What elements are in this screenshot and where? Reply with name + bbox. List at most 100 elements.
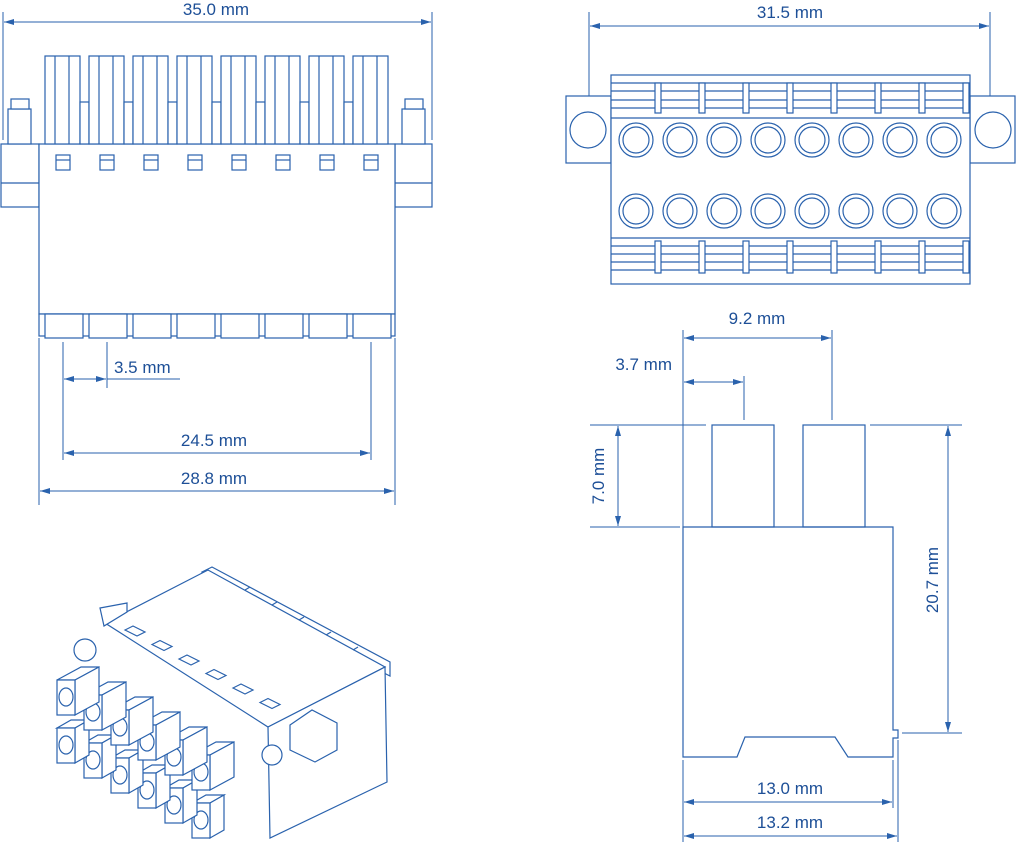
rail-tick [298, 616, 305, 621]
wire-entry [308, 55, 345, 145]
screw-opening [618, 193, 654, 229]
contact-tab [132, 313, 172, 339]
wire-entry [132, 55, 169, 145]
divider [79, 101, 90, 145]
test-port [187, 154, 203, 171]
rib [962, 240, 970, 274]
iso-pin-hole [112, 765, 128, 785]
iso-pin-hole [58, 735, 74, 755]
iso-test-port [177, 654, 201, 666]
label-pin-height: 7.0 mm [589, 448, 608, 505]
screw-opening-inner [798, 126, 826, 154]
screw-opening [926, 122, 962, 158]
screw-opening [706, 193, 742, 229]
label-top-width: 31.5 mm [757, 3, 823, 22]
label-base-width: 13.0 mm [757, 779, 823, 798]
pin-block-1 [711, 424, 775, 528]
screw-opening-inner [842, 197, 870, 225]
contact-tab [88, 313, 128, 339]
screw-opening-inner [842, 126, 870, 154]
rib [962, 82, 970, 114]
label-pin-offset: 3.7 mm [615, 355, 672, 374]
screw-opening [750, 122, 786, 158]
contact-tab [176, 313, 216, 339]
test-port [363, 154, 379, 171]
iso-pin-hole [193, 810, 209, 830]
divider [299, 101, 310, 145]
rib [742, 82, 750, 114]
screw-opening-inner [622, 197, 650, 225]
iso-test-port [150, 639, 174, 652]
flange-right [969, 95, 1016, 164]
screw-hole-right [974, 111, 1012, 149]
iso-pin-hole [139, 780, 155, 800]
iso-pin-hole [85, 750, 101, 770]
iso-pin-side [209, 793, 225, 840]
rib [698, 82, 706, 114]
screw-opening [838, 122, 874, 158]
rib [654, 240, 662, 274]
screw-opening-inner [754, 126, 782, 154]
rib [786, 82, 794, 114]
wire-entry [176, 55, 213, 145]
screw-opening [794, 193, 830, 229]
screw-opening [882, 122, 918, 158]
wire-entry [264, 55, 301, 145]
rib [918, 240, 926, 274]
screw-opening-inner [710, 197, 738, 225]
test-port [275, 154, 291, 171]
screw-opening-inner [886, 197, 914, 225]
iso-pin-front [56, 679, 76, 716]
divider [123, 101, 134, 145]
rib [786, 240, 794, 274]
latch-left [7, 108, 32, 145]
screw-opening-inner [622, 126, 650, 154]
iso-latch [289, 709, 338, 763]
iso-test-port [204, 668, 228, 681]
screw-opening-inner [710, 126, 738, 154]
screw-opening-inner [666, 126, 694, 154]
rib [874, 240, 882, 274]
iso-test-port [231, 683, 255, 695]
test-port [55, 154, 71, 171]
screw-opening [662, 122, 698, 158]
divider [255, 101, 266, 145]
test-port [231, 154, 247, 171]
screw-opening-inner [666, 197, 694, 225]
contact-tab [220, 313, 260, 339]
label-pitch: 3.5 mm [114, 358, 171, 377]
rail-tick [244, 586, 251, 591]
test-port [143, 154, 159, 171]
label-overall-depth: 13.2 mm [757, 813, 823, 832]
rib [698, 240, 706, 274]
rib [874, 82, 882, 114]
rib [654, 82, 662, 114]
screw-opening [618, 122, 654, 158]
contact-tab [308, 313, 348, 339]
contact-tab [44, 313, 84, 339]
screw-hole-left [569, 111, 607, 149]
side-body [682, 526, 899, 758]
screw-opening-inner [798, 197, 826, 225]
front-view: 35.0 mm 3.5 mm 24.5 mm 28.8 mm [0, 0, 433, 505]
screw-opening [706, 122, 742, 158]
screw-opening [794, 122, 830, 158]
test-port [319, 154, 335, 171]
screw-opening [750, 193, 786, 229]
rail-tick [352, 646, 359, 651]
rail-tick [271, 601, 278, 606]
rib [830, 82, 838, 114]
screw-opening-inner [886, 126, 914, 154]
label-pin-span: 24.5 mm [181, 431, 247, 450]
pin-block-2 [802, 424, 866, 528]
screw-opening [838, 193, 874, 229]
flange-left [565, 95, 612, 164]
test-port [99, 154, 115, 171]
screw-opening-inner [930, 126, 958, 154]
wire-entry [352, 55, 389, 145]
label-body-width: 28.8 mm [181, 469, 247, 488]
screw-opening-inner [754, 197, 782, 225]
label-total-height: 20.7 mm [923, 547, 942, 613]
